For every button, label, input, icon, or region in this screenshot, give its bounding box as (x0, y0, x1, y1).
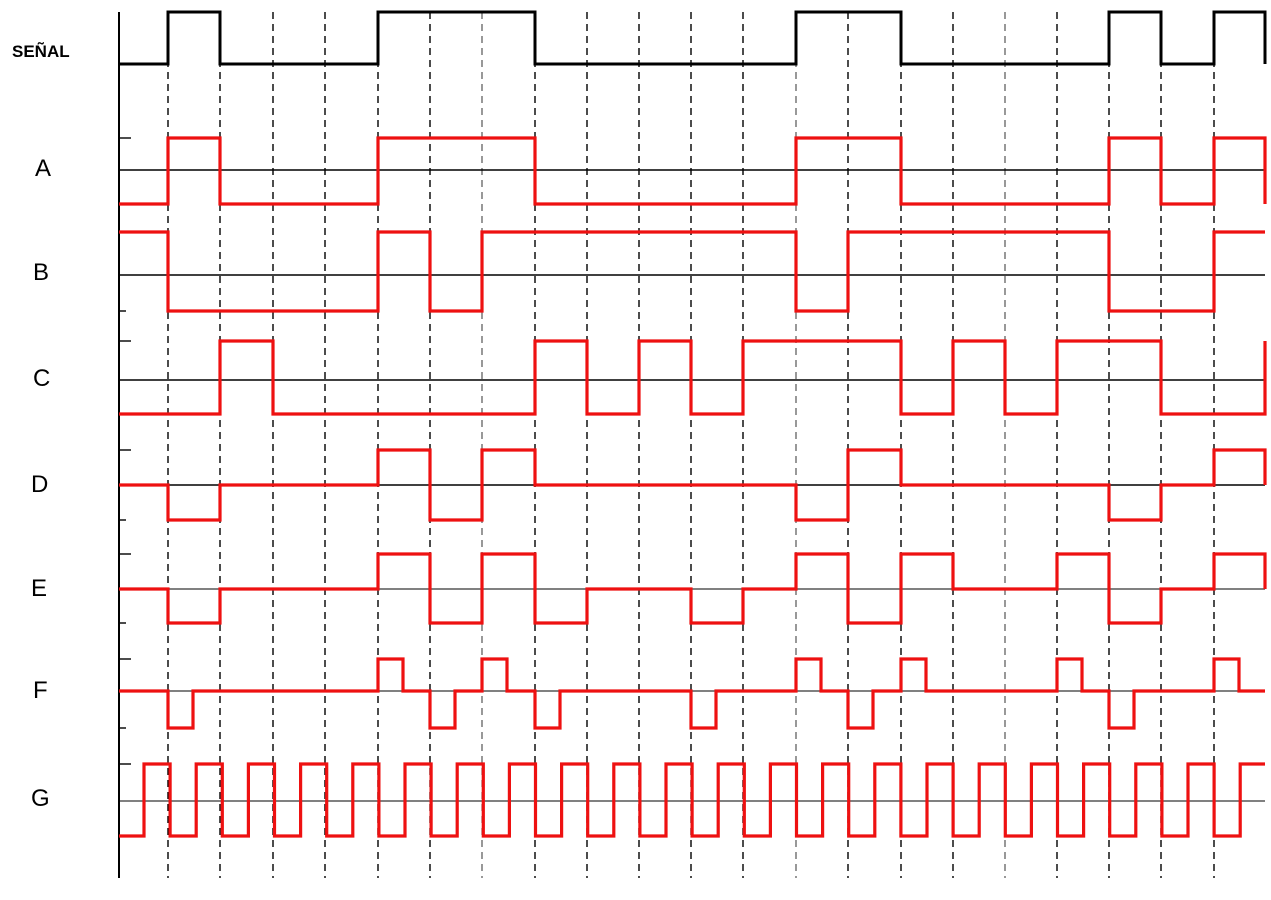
label-g: G (31, 785, 50, 812)
channel-g-waveform (119, 762, 1265, 838)
waveforms (119, 10, 1267, 838)
label-a: A (35, 155, 51, 182)
channel-c-waveform (119, 339, 1267, 416)
channel-f-waveform (119, 657, 1265, 730)
signal-waveform (119, 10, 1267, 66)
signal-label: SEÑAL (12, 41, 70, 61)
channel-a-waveform (119, 136, 1267, 206)
label-c: C (33, 365, 50, 392)
channel-d-waveform (119, 448, 1267, 522)
label-b: B (33, 259, 49, 286)
channel-b-waveform (119, 230, 1265, 313)
label-d: D (31, 471, 48, 498)
channel-e-waveform (119, 552, 1267, 625)
label-e: E (31, 575, 47, 602)
label-f: F (33, 677, 48, 704)
channel-labels: SEÑAL A B C D E F G (12, 41, 70, 812)
grid-lines (118, 12, 1265, 878)
